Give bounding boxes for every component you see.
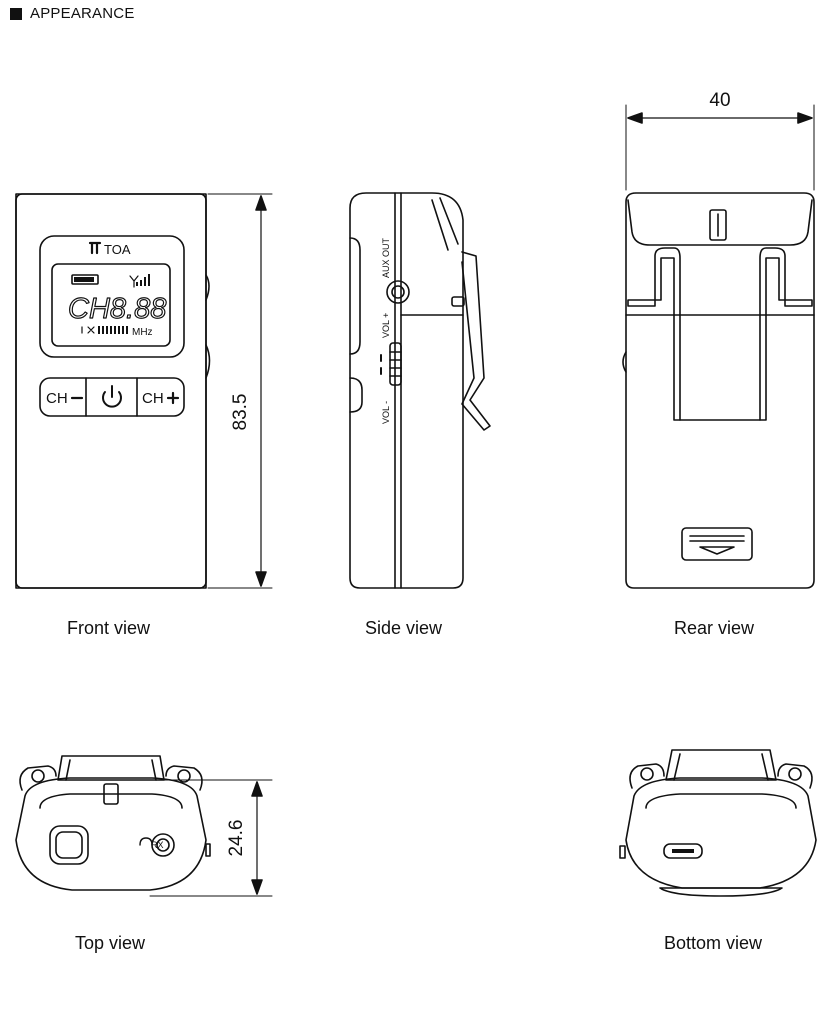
section-header: APPEARANCE — [10, 5, 135, 22]
rear-clip-right — [759, 247, 813, 421]
signal-icon — [136, 274, 150, 286]
plus-icon — [166, 391, 180, 405]
belt-clip-top — [431, 197, 459, 251]
level-bars — [98, 326, 128, 334]
caption-rear-view: Rear view — [674, 618, 755, 638]
battery-icon — [71, 274, 99, 285]
vol-plus-label: VOL + — [381, 313, 391, 338]
side-button-large[interactable] — [349, 237, 361, 355]
usb-port — [663, 843, 703, 859]
headphone-icon — [139, 837, 153, 846]
antenna-icon — [129, 275, 139, 288]
rx-label: RX — [151, 840, 164, 850]
side-button-small[interactable] — [349, 377, 363, 413]
lcd-window — [51, 263, 171, 347]
ch-plus-label[interactable]: CH — [142, 390, 164, 407]
aux-out-label: AUX OUT — [381, 237, 391, 278]
width-dimension-text: 40 — [709, 90, 730, 111]
vol-minus-label: VOL - — [381, 401, 391, 424]
button-row — [39, 377, 185, 417]
brand-logo-text: TOA — [104, 242, 131, 257]
aux-out-jack[interactable] — [386, 280, 410, 304]
caption-front-view: Front view — [67, 618, 151, 638]
height-dimension-text: 83.5 — [230, 394, 251, 431]
square-bullet-icon — [10, 7, 22, 20]
display-bezel — [39, 235, 185, 358]
rear-latch — [709, 209, 727, 241]
power-icon[interactable] — [102, 385, 122, 408]
bottom-view — [619, 749, 817, 897]
lcd-unit-text: MHz — [132, 327, 153, 338]
caption-bottom-view: Bottom view — [664, 933, 763, 953]
section-title: APPEARANCE — [30, 5, 135, 22]
toa-logo — [88, 241, 102, 255]
belt-clip — [461, 251, 491, 431]
side-view: AUX OUT VOL + VOL - — [349, 192, 491, 589]
battery-cover — [681, 527, 753, 561]
rear-clip-left — [627, 247, 681, 421]
top-view: RX — [15, 755, 273, 897]
depth-dimension-text: 24.6 — [226, 820, 247, 857]
caption-side-view: Side view — [365, 618, 443, 638]
volume-wheel[interactable] — [389, 342, 402, 386]
mute-icon — [81, 326, 95, 334]
top-button[interactable] — [49, 825, 89, 865]
front-view: TOA CH8.88 MHz CH C — [15, 193, 273, 589]
ch-minus-label[interactable]: CH — [46, 390, 68, 407]
lcd-channel-text: CH8.88 — [68, 293, 166, 325]
rear-view — [622, 104, 815, 589]
caption-top-view: Top view — [75, 933, 146, 953]
